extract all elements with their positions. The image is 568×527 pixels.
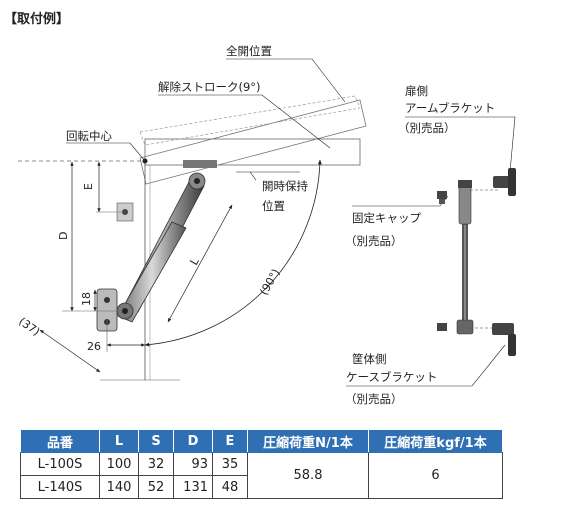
label-full-open: 全開位置 — [226, 44, 272, 58]
leader-hold — [249, 171, 257, 181]
cell-D: 131 — [173, 475, 213, 499]
leader-pivot — [66, 142, 146, 162]
cell-model: L-140S — [20, 475, 100, 499]
spec-table: 品番 L S D E 圧縮荷重N/1本 圧縮荷重kgf/1本 L-100S 10… — [20, 429, 503, 499]
col-header-S: S — [138, 429, 174, 453]
label-door-side-2: アームブラケット — [405, 101, 495, 115]
leader-full-open — [226, 58, 346, 103]
table-row: L-100S 100 32 93 35 58.8 6 — [20, 452, 503, 499]
cell-load-n: 58.8 — [247, 452, 369, 499]
case-bracket-part — [470, 323, 516, 356]
cell-model: L-100S — [20, 452, 100, 476]
label-door-side-1: 扉側 — [405, 84, 428, 98]
dim-37-label: (37) — [16, 315, 42, 339]
label-open-hold-1: 開時保持 — [262, 179, 308, 193]
col-header-load-kgf: 圧縮荷重kgf/1本 — [368, 429, 503, 453]
fixed-cap-part — [437, 191, 447, 331]
page-title: 【取付例】 — [4, 11, 69, 27]
dim-L-label: L — [187, 255, 202, 268]
cell-L: 140 — [99, 475, 139, 499]
door-open — [139, 99, 367, 185]
label-fixed-cap-1: 固定キャップ — [352, 211, 421, 225]
leader-fixed-cap — [352, 195, 449, 207]
dim-D-label: D — [57, 232, 70, 240]
cell-S: 32 — [138, 452, 174, 476]
col-header-D: D — [173, 429, 213, 453]
col-header-E: E — [212, 429, 248, 453]
label-release-stroke: 解除ストローク(9°) — [158, 80, 261, 94]
label-open-hold-2: 位置 — [262, 199, 285, 213]
dim-37-line — [39, 329, 101, 373]
case-bracket-hole — [104, 297, 110, 303]
door-arm-bracket-part — [470, 168, 516, 196]
label-door-side-3: （別売品） — [398, 121, 456, 135]
open-arc — [144, 159, 322, 347]
dim-90-label: (90°) — [257, 267, 282, 298]
label-case-side-1: 筐体側 — [352, 352, 387, 366]
table-row: L-140S 140 52 131 48 — [20, 475, 503, 499]
cell-L: 100 — [99, 452, 139, 476]
mounting-diagram: 【取付例】 — [4, 11, 516, 406]
cell-load-kgf: 6 — [368, 452, 503, 499]
cell-E: 35 — [212, 452, 248, 476]
door-full-open — [139, 95, 361, 146]
dim-L-line — [167, 204, 233, 323]
cell-E: 48 — [212, 475, 248, 499]
label-case-side-3: （別売品） — [345, 392, 403, 406]
dim-26-label: 26 — [87, 340, 101, 353]
leader-case-side — [346, 344, 506, 387]
dim-E-label: E — [82, 183, 95, 190]
label-pivot-center: 回転中心 — [66, 129, 112, 143]
label-fixed-cap-2: （別売品） — [345, 234, 403, 248]
leader-door-side — [405, 116, 516, 173]
cell-D: 93 — [173, 452, 213, 476]
upper-bracket — [183, 160, 217, 168]
leader-release-stroke — [158, 94, 331, 149]
spec-table-header-row: 品番 L S D E 圧縮荷重N/1本 圧縮荷重kgf/1本 — [20, 429, 503, 453]
dim-18-label: 18 — [80, 292, 93, 306]
gas-spring — [116, 172, 206, 323]
exploded-stay — [456, 180, 474, 335]
col-header-model: 品番 — [20, 429, 100, 453]
col-header-L: L — [99, 429, 139, 453]
label-case-side-2: ケースブラケット — [346, 370, 437, 384]
col-header-load-n: 圧縮荷重N/1本 — [247, 429, 369, 453]
door-closed — [144, 138, 361, 166]
cell-S: 52 — [138, 475, 174, 499]
